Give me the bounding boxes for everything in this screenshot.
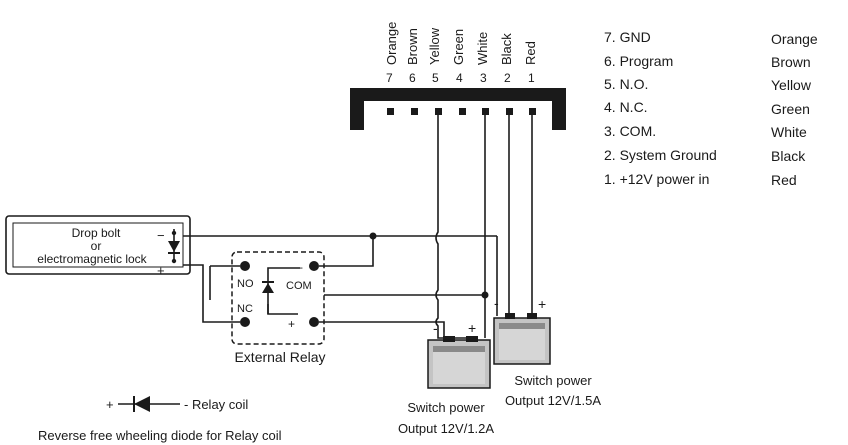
psu-large-label-line2: Output 12V/1.5A (505, 393, 601, 408)
external-relay: NO NC COM − + External Relay (231, 251, 326, 365)
lock-device: Drop bolt or electromagnetic lock − + (5, 215, 191, 278)
lock-diode-icon (168, 241, 180, 252)
psu-large-plus: + (538, 296, 546, 312)
legend-pin-7: 7. GND (604, 29, 651, 45)
diode-note-plus: + (106, 397, 114, 412)
power-supply-1-5a: - + Switch power Output 12V/1.5A (493, 295, 601, 408)
wire-label-4: Green (451, 29, 466, 65)
lock-plus-sign: + (157, 263, 165, 278)
wire-label-3: White (475, 32, 490, 65)
psu-small-label-line2: Output 12V/1.2A (398, 421, 494, 436)
pin-2 (506, 108, 513, 115)
relay-plus-label: + (288, 317, 295, 331)
relay-terminal-nc (240, 317, 250, 327)
relay-caption: External Relay (234, 349, 325, 365)
pin-6 (411, 108, 418, 115)
diode-note: + - Relay coil Reverse free wheeling dio… (38, 396, 282, 443)
legend-pin-1: 1. +12V power in (604, 171, 709, 187)
relay-no-label: NO (237, 278, 254, 290)
relay-terminal-no (240, 261, 250, 271)
pin-5 (435, 108, 442, 115)
relay-diode-icon (262, 283, 274, 293)
legend-pin-2: 2. System Ground (604, 147, 717, 163)
relay-nc-label: NC (237, 303, 253, 315)
pin-number-6: 6 (409, 71, 416, 85)
pin-number-1: 1 (528, 71, 535, 85)
lock-label-line3: electromagnetic lock (37, 252, 147, 266)
wiring (183, 115, 533, 339)
psu-small-minus: - (433, 320, 438, 336)
relay-com-label: COM (286, 280, 312, 292)
psu-small-label-line1: Switch power (407, 400, 485, 415)
lock-label-line1: Drop bolt (72, 226, 121, 240)
wire-label-1: Red (523, 41, 538, 65)
relay-terminal-coil-plus (309, 317, 319, 327)
legend-color-2: Black (771, 148, 806, 164)
wire-label-6: Brown (405, 28, 420, 65)
legend-pin-5: 5. N.O. (604, 76, 648, 92)
legend-color-5: Yellow (771, 77, 812, 93)
diode-note-caption: Reverse free wheeling diode for Relay co… (38, 428, 282, 443)
wire-label-5: Yellow (427, 27, 442, 65)
legend-color-3: White (771, 124, 807, 140)
pin-4 (459, 108, 466, 115)
pin-number-3: 3 (480, 71, 487, 85)
psu-small-plus: + (468, 320, 476, 336)
power-supply-1-2a: - + Switch power Output 12V/1.2A (398, 320, 494, 436)
legend-color-7: Orange (771, 31, 818, 47)
diode-symbol-icon (134, 396, 150, 412)
legend-pin-3: 3. COM. (604, 123, 656, 139)
psu-large-label-line1: Switch power (514, 373, 592, 388)
legend-pin-4: 4. N.C. (604, 99, 648, 115)
legend-color-1: Red (771, 172, 797, 188)
wire-label-7: Orange (384, 22, 399, 65)
pin-number-5: 5 (432, 71, 439, 85)
wire-color-labels: Orange Brown Yellow Green White Black Re… (384, 22, 538, 65)
pin-numbers: 7 6 5 4 3 2 1 (386, 71, 535, 85)
lock-label-line2: or (91, 239, 102, 253)
pin-1 (529, 108, 536, 115)
pin-number-2: 2 (504, 71, 511, 85)
legend-color-4: Green (771, 101, 810, 117)
pin-number-7: 7 (386, 71, 393, 85)
wire-label-2: Black (499, 33, 514, 65)
legend-color-6: Brown (771, 54, 811, 70)
pin-legend: 7. GND Orange 6. Program Brown 5. N.O. Y… (604, 29, 818, 188)
relay-terminal-coil-minus (309, 261, 319, 271)
legend-pin-6: 6. Program (604, 53, 673, 69)
pin-7 (387, 108, 394, 115)
connector-housing (350, 88, 566, 130)
diode-note-relay-coil: - Relay coil (184, 397, 248, 412)
pin-3 (482, 108, 489, 115)
lock-minus-sign: − (157, 228, 165, 243)
pin-number-4: 4 (456, 71, 463, 85)
